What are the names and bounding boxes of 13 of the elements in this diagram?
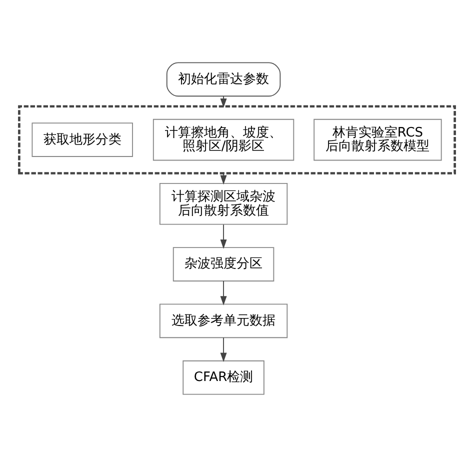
node-box: CFAR检测 [182, 360, 264, 395]
arrow [220, 172, 227, 185]
arrow [220, 280, 227, 306]
node-box: 杂波强度分区 [172, 247, 274, 282]
arrow [220, 224, 227, 249]
node-box: 林肯实验室RCS后向散射系数模型 [314, 118, 442, 161]
node-box: 初始化雷达参数 [166, 62, 281, 97]
arrow [220, 337, 227, 362]
node-box: 获取地形分类 [32, 122, 133, 157]
node-box: 选取参考单元数据 [159, 304, 288, 338]
node-box: 计算擦地角、坡度、照射区/阴影区 [152, 118, 294, 161]
cluster [18, 105, 456, 174]
node-box: 计算探测区域杂波后向散射系数值 [159, 183, 288, 225]
